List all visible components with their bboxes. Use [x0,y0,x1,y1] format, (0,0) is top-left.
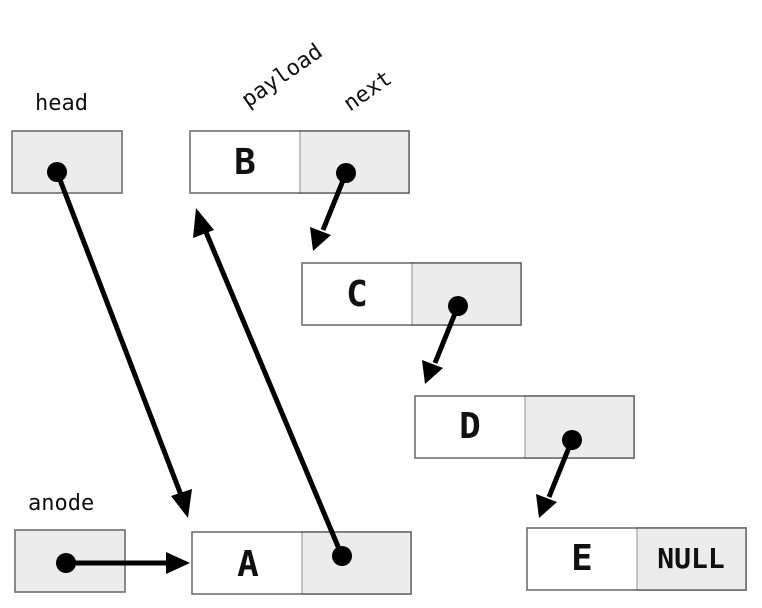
arrow-head-to-a [54,171,184,496]
arrow-d-to-e [546,439,575,498]
head-label: head [35,91,88,116]
node-e-null: NULL [657,542,724,575]
node-c-payload: C [346,274,368,315]
node-d-payload: D [459,406,481,447]
node-e: E NULL [526,527,747,591]
next-label: next [339,66,397,117]
node-c: C [301,262,522,326]
node-b-payload: B [234,142,256,183]
arrowhead-head-to-a [171,489,192,518]
node-a-payload: A [237,544,259,585]
arrowhead-anode-to-a [166,552,190,574]
arrow-c-to-d [432,305,461,364]
node-e-payload: E [571,538,593,579]
payload-label: payload [237,39,327,113]
node-b: B [189,130,410,194]
arrowhead-b-to-c [310,227,331,251]
arrow-b-to-c [320,172,349,231]
anode-label: anode [28,491,94,516]
head-pointer-box [11,130,123,194]
node-a: A [191,531,412,595]
arrowhead-d-to-e [536,494,557,518]
node-d: D [414,395,635,459]
arrowhead-a-to-b [193,208,214,238]
arrow-a-to-b [200,224,345,557]
arrowhead-c-to-d [422,360,443,384]
